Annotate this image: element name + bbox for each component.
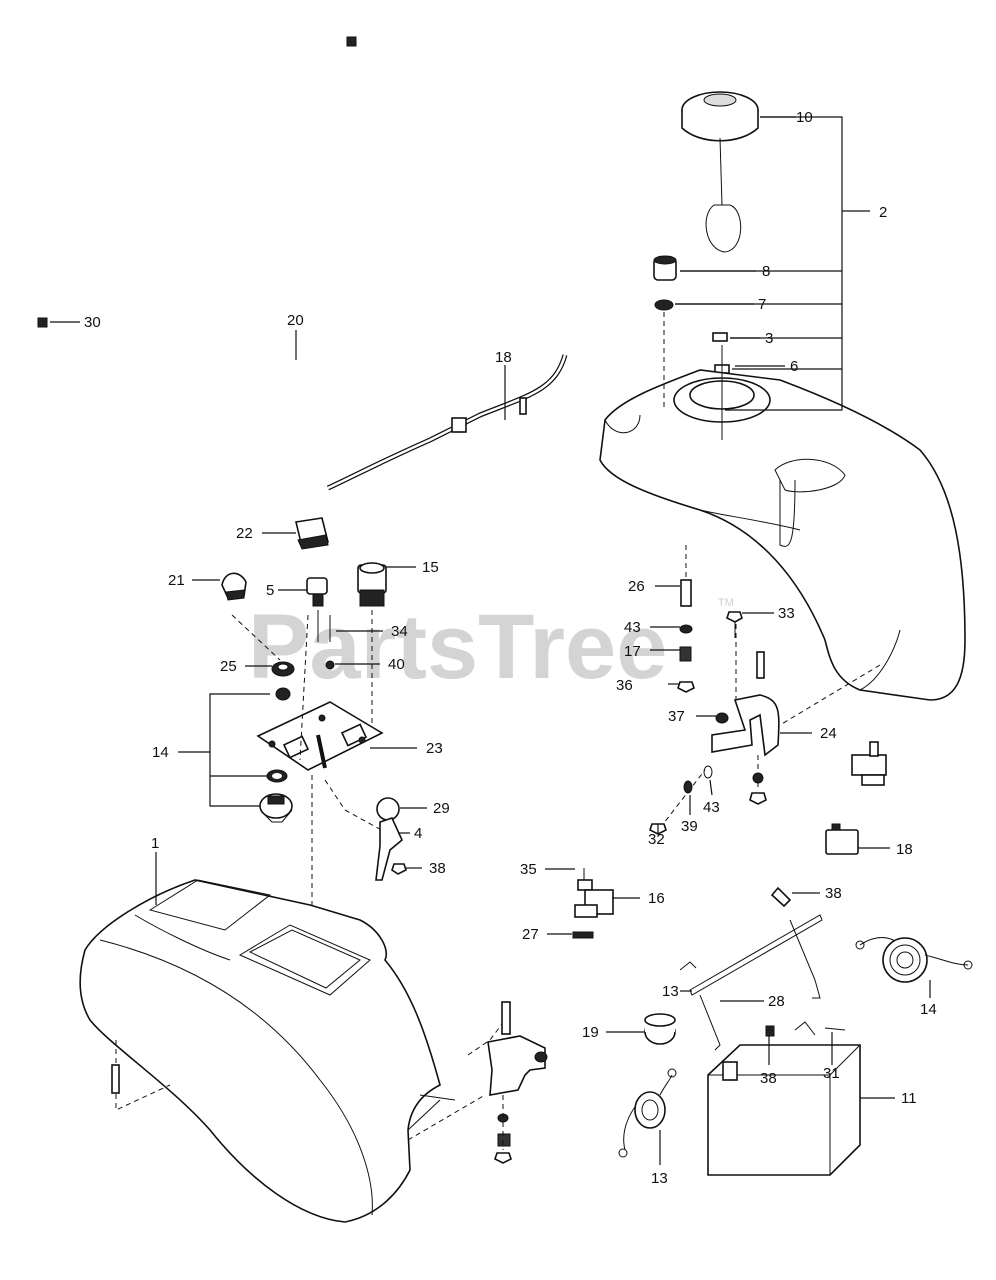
part-41-washer <box>325 660 335 670</box>
part-21-cap <box>644 1013 676 1045</box>
callout-27: 25 <box>220 658 237 675</box>
pin-left <box>111 1064 120 1094</box>
part-16-ignition <box>357 562 387 607</box>
callout-30: 28 <box>768 993 785 1010</box>
part-7-washer <box>654 299 674 311</box>
callout-43a: 43 <box>624 619 641 636</box>
callout-34: 32 <box>648 831 665 848</box>
watermark: PartsTree <box>248 596 667 698</box>
callout-37: 35 <box>520 861 537 878</box>
callout-33: 31 <box>823 1065 840 1082</box>
callout-10: 10 <box>796 109 813 126</box>
part-27-nut <box>271 661 295 677</box>
callout-22: 20 <box>287 312 304 329</box>
callout-40: 38 <box>825 885 842 902</box>
part-42-lockwasher <box>683 780 693 794</box>
callout-21: 19 <box>582 1024 599 1041</box>
part-35-bolt <box>726 611 743 638</box>
part-13-cable <box>618 1068 677 1158</box>
callout-31: 29 <box>433 800 450 817</box>
callout-39: 38 <box>429 860 446 877</box>
part-14-cable <box>855 937 973 983</box>
callout-1: 1 <box>151 835 159 852</box>
part-12-30-holddown <box>679 886 823 1051</box>
callout-5: 5 <box>266 582 274 599</box>
part-25-panel-plate <box>256 701 384 771</box>
part-22-tube <box>37 36 396 410</box>
watermark-trademark: TM <box>718 597 734 609</box>
callout-14: 14 <box>920 1001 937 1018</box>
callout-labels: 10 2 8 7 3 6 30 20 18 22 21 15 5 34 40 2… <box>84 109 937 1187</box>
callout-42: 39 <box>681 818 698 835</box>
callout-6: 6 <box>790 358 798 375</box>
part-18-relay <box>825 823 859 855</box>
callout-4: 4 <box>414 825 422 842</box>
part-1-console <box>79 879 456 1223</box>
callout-28: 26 <box>628 578 645 595</box>
nut <box>275 687 291 701</box>
part-3-6-fittings <box>712 332 730 374</box>
part-43-washer <box>703 765 713 779</box>
part-23-knob <box>221 572 247 601</box>
fuel-tank <box>599 345 966 701</box>
callout-43b: 43 <box>703 799 720 816</box>
part-15-switch <box>259 769 293 823</box>
callout-15: 14 <box>152 744 169 761</box>
parts-28-19-stack <box>677 579 695 693</box>
callout-36: 34 <box>391 623 408 640</box>
callout-7: 7 <box>758 296 766 313</box>
part-26-bracket <box>711 694 780 757</box>
part-20-tube <box>326 354 568 491</box>
callout-12: 13 <box>662 983 679 1000</box>
part-31-knob <box>376 797 400 821</box>
callout-23: 21 <box>168 572 185 589</box>
callout-20: 18 <box>495 349 512 366</box>
callout-3: 3 <box>765 330 773 347</box>
part-24-switch <box>295 517 329 550</box>
part-5-key <box>306 577 328 607</box>
part-11-battery <box>707 1021 861 1176</box>
callout-8: 8 <box>762 263 770 280</box>
callout-38a: 36 <box>616 677 633 694</box>
callout-13: 13 <box>651 1170 668 1187</box>
pin <box>756 651 765 679</box>
callout-16: 15 <box>422 559 439 576</box>
callout-24: 22 <box>236 525 253 542</box>
part-relay <box>851 741 887 786</box>
part-4-lever <box>375 817 403 881</box>
part-39-nut <box>391 863 407 875</box>
callout-11: 11 <box>901 1090 917 1107</box>
part-17-bracket <box>572 868 614 939</box>
callout-32: 30 <box>84 314 101 331</box>
callout-41: 40 <box>388 656 405 673</box>
callout-29: 27 <box>522 926 539 943</box>
part-10-fuel-cap <box>681 91 759 253</box>
callout-25: 23 <box>426 740 443 757</box>
callout-38c: 38 <box>760 1070 777 1087</box>
callout-38b: 37 <box>668 708 685 725</box>
callout-19: 17 <box>624 643 641 660</box>
callout-35: 33 <box>778 605 795 622</box>
callout-2: 2 <box>879 204 887 221</box>
callout-17: 16 <box>648 890 665 907</box>
part-8-vent <box>653 255 677 281</box>
lower-bracket <box>487 1001 548 1164</box>
callout-26: 24 <box>820 725 837 742</box>
callout-18: 18 <box>896 841 913 858</box>
